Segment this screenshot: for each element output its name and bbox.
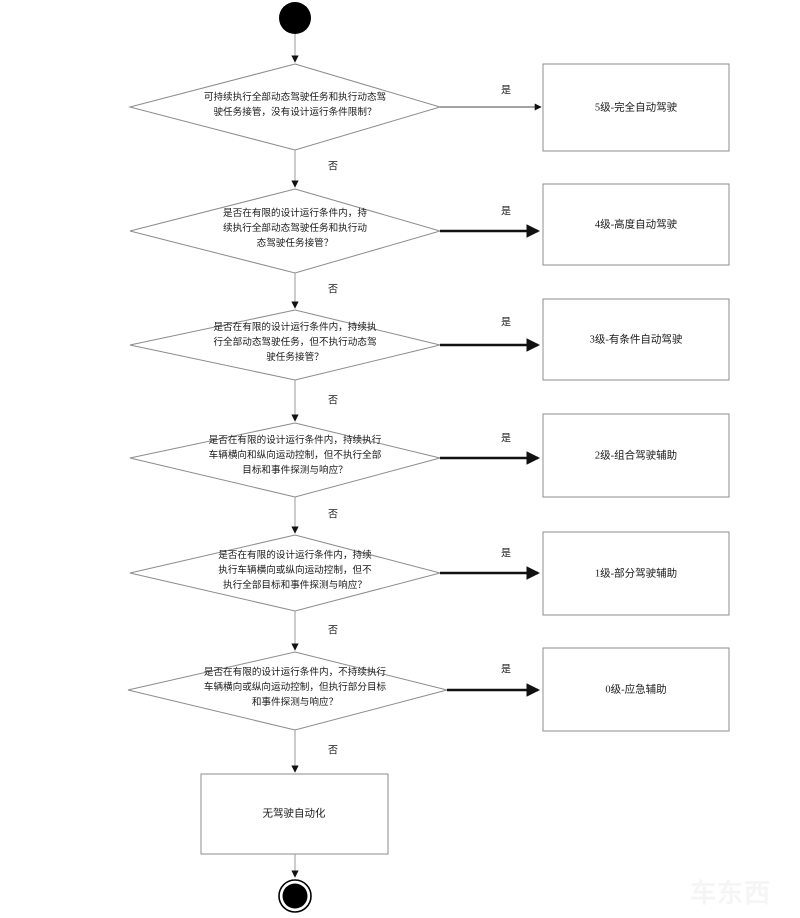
- outcome-label-o5: 5级-完全自动驾驶: [595, 100, 678, 113]
- decision-node-d1[interactable]: 可持续执行全部动态驾驶任务和执行动态驾 驶任务接管，没有设计运行条件限制？: [128, 63, 442, 151]
- decision-node-d2[interactable]: 是否在有限的设计运行条件内，持 续执行全部动态驾驶任务和执行动 态驾驶任务接管？: [129, 188, 442, 274]
- decision-node-d3[interactable]: 是否在有限的设计运行条件内，持续执 行全部动态驾驶任务，但不执行动态驾 驶任务接…: [129, 309, 441, 381]
- edge-label-d2-yes: 是: [501, 205, 511, 217]
- edge-label-d3-yes: 是: [501, 316, 511, 328]
- end-terminal: [278, 879, 312, 913]
- outcome-box-o5[interactable]: 5级-完全自动驾驶: [542, 63, 730, 152]
- outcome-box-o3[interactable]: 3级-有条件自动驾驶: [542, 298, 730, 381]
- decision-d6-line-2: 和事件探测与响应？: [252, 696, 338, 708]
- edge-label-d3-no: 否: [328, 394, 338, 406]
- decision-d3-line-2: 驶任务接管？: [266, 351, 324, 363]
- decision-d6-line-1: 车辆横向或纵向运动控制，但执行部分目标: [204, 681, 387, 693]
- decision-d1-line-1: 驶任务接管，没有设计运行条件限制？: [213, 106, 376, 118]
- outcome-box-o1[interactable]: 1级-部分驾驶辅助: [542, 531, 730, 616]
- decision-d2-line-1: 续执行全部动态驾驶任务和执行动: [223, 222, 367, 234]
- decision-d5-line-2: 执行全部目标和事件探测与响应？: [223, 579, 367, 591]
- decision-d3-line-1: 行全部动态驾驶任务，但不执行动态驾: [213, 336, 376, 348]
- decision-d4-line-1: 车辆横向和纵向运动控制，但不执行全部: [209, 449, 382, 461]
- final-outcome-label: 无驾驶自动化: [263, 806, 326, 819]
- edge-label-d2-no: 否: [328, 283, 338, 295]
- outcome-label-o0: 0级-应急辅助: [605, 682, 666, 695]
- decision-d4-line-0: 是否在有限的设计运行条件内，持续执行: [209, 434, 382, 446]
- outcome-label-o1: 1级-部分驾驶辅助: [595, 566, 677, 579]
- decision-d4-line-2: 目标和事件探测与响应？: [242, 464, 348, 476]
- edge-label-d4-yes: 是: [501, 432, 511, 444]
- decision-d5-line-0: 是否在有限的设计运行条件内，持续: [218, 549, 372, 561]
- outcome-box-o2[interactable]: 2级-组合驾驶辅助: [542, 413, 730, 498]
- edge-label-d5-no: 否: [328, 624, 338, 636]
- decision-d2-line-2: 态驾驶任务接管？: [257, 237, 334, 249]
- outcome-label-o3: 3级-有条件自动驾驶: [590, 332, 683, 345]
- decision-d6-line-0: 是否在有限的设计运行条件内，不持续执行: [204, 666, 387, 678]
- edge-label-d1-yes: 是: [501, 84, 511, 96]
- decision-node-d6[interactable]: 是否在有限的设计运行条件内，不持续执行 车辆横向或纵向运动控制，但执行部分目标 …: [127, 651, 448, 731]
- decision-node-d5[interactable]: 是否在有限的设计运行条件内，持续 执行车辆横向或纵向运动控制，但不 执行全部目标…: [129, 534, 442, 612]
- decision-d3-line-0: 是否在有限的设计运行条件内，持续执: [213, 321, 376, 333]
- edge-label-d6-no: 否: [328, 744, 338, 756]
- final-outcome-box[interactable]: 无驾驶自动化: [200, 773, 389, 855]
- decision-d5-line-1: 执行车辆横向或纵向运动控制，但不: [218, 564, 372, 576]
- edge-label-d6-yes: 是: [501, 663, 511, 675]
- start-terminal: [279, 2, 311, 34]
- edge-label-d1-no: 否: [328, 160, 338, 172]
- outcome-box-o4[interactable]: 4级-高度自动驾驶: [542, 183, 730, 266]
- outcome-box-o0[interactable]: 0级-应急辅助: [542, 647, 730, 732]
- decision-d2-line-0: 是否在有限的设计运行条件内，持: [223, 207, 367, 219]
- outcome-label-o2: 2级-组合驾驶辅助: [595, 448, 677, 461]
- decision-node-d4[interactable]: 是否在有限的设计运行条件内，持续执行 车辆横向和纵向运动控制，但不执行全部 目标…: [129, 422, 441, 498]
- decision-d1-line-0: 可持续执行全部动态驾驶任务和执行动态驾: [204, 91, 386, 103]
- edge-label-d4-no: 否: [328, 508, 338, 520]
- edge-label-d5-yes: 是: [501, 547, 511, 559]
- outcome-label-o4: 4级-高度自动驾驶: [595, 217, 678, 230]
